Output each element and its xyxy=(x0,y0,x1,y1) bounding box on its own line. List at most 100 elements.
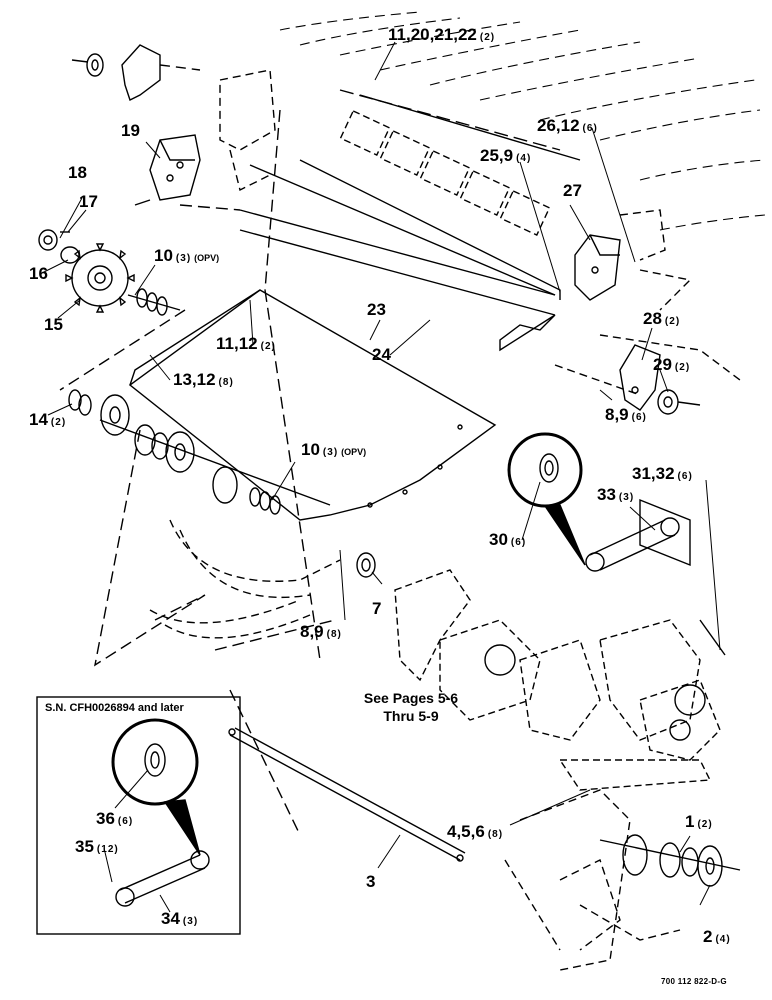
callout-label: 18 xyxy=(68,163,87,182)
callout-label: 23 xyxy=(367,300,386,319)
callout-label: 34 xyxy=(161,909,180,928)
callout-qty: (2) xyxy=(664,316,681,327)
arm-33 xyxy=(585,517,680,572)
callout-qty: (6) xyxy=(677,471,693,482)
callout-label: 11,12 xyxy=(216,334,258,353)
callout-qty: (2) xyxy=(697,819,713,830)
callout-qty: (2) xyxy=(674,362,691,373)
callout-label: 24 xyxy=(372,345,391,364)
callout-label: 30 xyxy=(489,530,508,549)
callout-qty: (3) xyxy=(182,916,199,927)
callout-label: 15 xyxy=(44,315,63,334)
callout-label: 31,32 xyxy=(632,464,675,483)
callout-qty: (2) xyxy=(260,341,276,352)
callout-17: 17 xyxy=(79,193,98,210)
figure-number: 700 112 822-D-G xyxy=(661,977,727,986)
upper-left-bracket xyxy=(71,44,201,101)
callout-label: 27 xyxy=(563,181,582,200)
callout-label: 8,9 xyxy=(300,622,324,641)
callout-8-9-top: 8,9(6) xyxy=(605,406,647,423)
callout-label: 25,9 xyxy=(480,146,514,165)
upper-center-bracket xyxy=(219,69,276,192)
callout-35: 35(12) xyxy=(75,838,119,855)
callout-31-32: 31,32(6) xyxy=(632,465,693,482)
callout-label: 10 xyxy=(154,246,173,265)
callout-qty: (3) xyxy=(618,492,635,503)
callout-14: 14(2) xyxy=(29,411,66,428)
callout-27: 27 xyxy=(563,182,582,199)
tine-bar-solid xyxy=(484,644,706,741)
callout-label: 2 xyxy=(703,927,713,946)
see-pages-line2: Thru 5-9 xyxy=(383,708,439,724)
callout-36: 36(6) xyxy=(96,810,133,827)
callout-4-5-6: 4,5,6(8) xyxy=(447,823,503,840)
callout-label: 13,12 xyxy=(173,370,216,389)
callout-qty: (6) xyxy=(510,537,527,548)
callout-qty: (6) xyxy=(631,412,647,423)
callout-label: 7 xyxy=(372,599,382,618)
curved-guide xyxy=(149,519,341,639)
callout-label: 19 xyxy=(121,121,140,140)
callout-label: 3 xyxy=(366,872,376,891)
callout-qty: (6) xyxy=(582,123,598,134)
callout-26-12: 26,12(6) xyxy=(537,117,598,134)
inset-title: S.N. CFH0026894 and later xyxy=(45,702,184,714)
bracket-19 xyxy=(134,134,201,206)
callout-23: 23 xyxy=(367,301,386,318)
callout-29: 29(2) xyxy=(653,356,690,373)
callout-qty: (3) xyxy=(322,447,339,458)
callout-8-9-bot: 8,9(8) xyxy=(300,623,342,640)
callout-qty: (8) xyxy=(326,629,342,640)
callout-10-mid: 10(3)(OPV) xyxy=(301,441,366,458)
callout-25-9: 25,9(4) xyxy=(480,147,531,164)
callout-2: 2(4) xyxy=(703,928,731,945)
outline-dashed-left xyxy=(59,109,336,836)
bar-3 xyxy=(228,727,466,862)
callout-qty: (8) xyxy=(218,377,234,388)
callout-10-top: 10(3)(OPV) xyxy=(154,247,219,264)
callout-label: 11,20,21,22 xyxy=(388,25,477,44)
callout-qty: (2) xyxy=(50,417,67,428)
callout-3: 3 xyxy=(366,873,375,890)
callout-34: 34(3) xyxy=(161,910,198,927)
callout-label: 26,12 xyxy=(537,116,580,135)
bottom-frame xyxy=(504,789,681,971)
tube-24 xyxy=(239,159,561,352)
callout-13-12: 13,12(8) xyxy=(173,371,234,388)
callout-label: 17 xyxy=(79,192,98,211)
bracket-27 xyxy=(574,234,621,301)
callout-label: 4,5,6 xyxy=(447,822,485,841)
callout-label: 1 xyxy=(685,812,695,831)
callout-label: 16 xyxy=(29,264,48,283)
washers-10-top xyxy=(127,288,181,316)
callout-label: 8,9 xyxy=(605,405,629,424)
bracket-28 xyxy=(619,344,661,411)
callout-qty: (3) xyxy=(175,253,192,264)
callout-note: (OPV) xyxy=(194,253,220,263)
callout-label: 28 xyxy=(643,309,662,328)
bearing-29 xyxy=(657,389,701,415)
callout-11-20-21-22: 11,20,21,22(2) xyxy=(388,26,495,43)
callout-note: (OPV) xyxy=(341,447,367,457)
callout-16: 16 xyxy=(29,265,48,282)
callout-19: 19 xyxy=(121,122,140,139)
sheet-23 xyxy=(128,289,497,521)
right-frame xyxy=(554,209,741,396)
callout-15: 15 xyxy=(44,316,63,333)
tine-bar-assembly xyxy=(394,569,721,791)
callout-qty: (4) xyxy=(715,934,731,945)
callout-qty: (12) xyxy=(96,844,119,855)
see-pages-note: See Pages 5-6 Thru 5-9 xyxy=(336,689,486,725)
callout-qty: (2) xyxy=(479,32,496,43)
callout-18: 18 xyxy=(68,164,87,181)
bearing-center xyxy=(99,419,331,506)
inset-panel xyxy=(36,696,241,935)
callout-label: 35 xyxy=(75,837,94,856)
reel-background-outline xyxy=(279,11,766,231)
callout-28: 28(2) xyxy=(643,310,680,327)
callout-label: 29 xyxy=(653,355,672,374)
comb-panels xyxy=(339,110,551,236)
bearing-1-2 xyxy=(599,834,741,887)
callout-11-12: 11,12(2) xyxy=(216,335,276,352)
